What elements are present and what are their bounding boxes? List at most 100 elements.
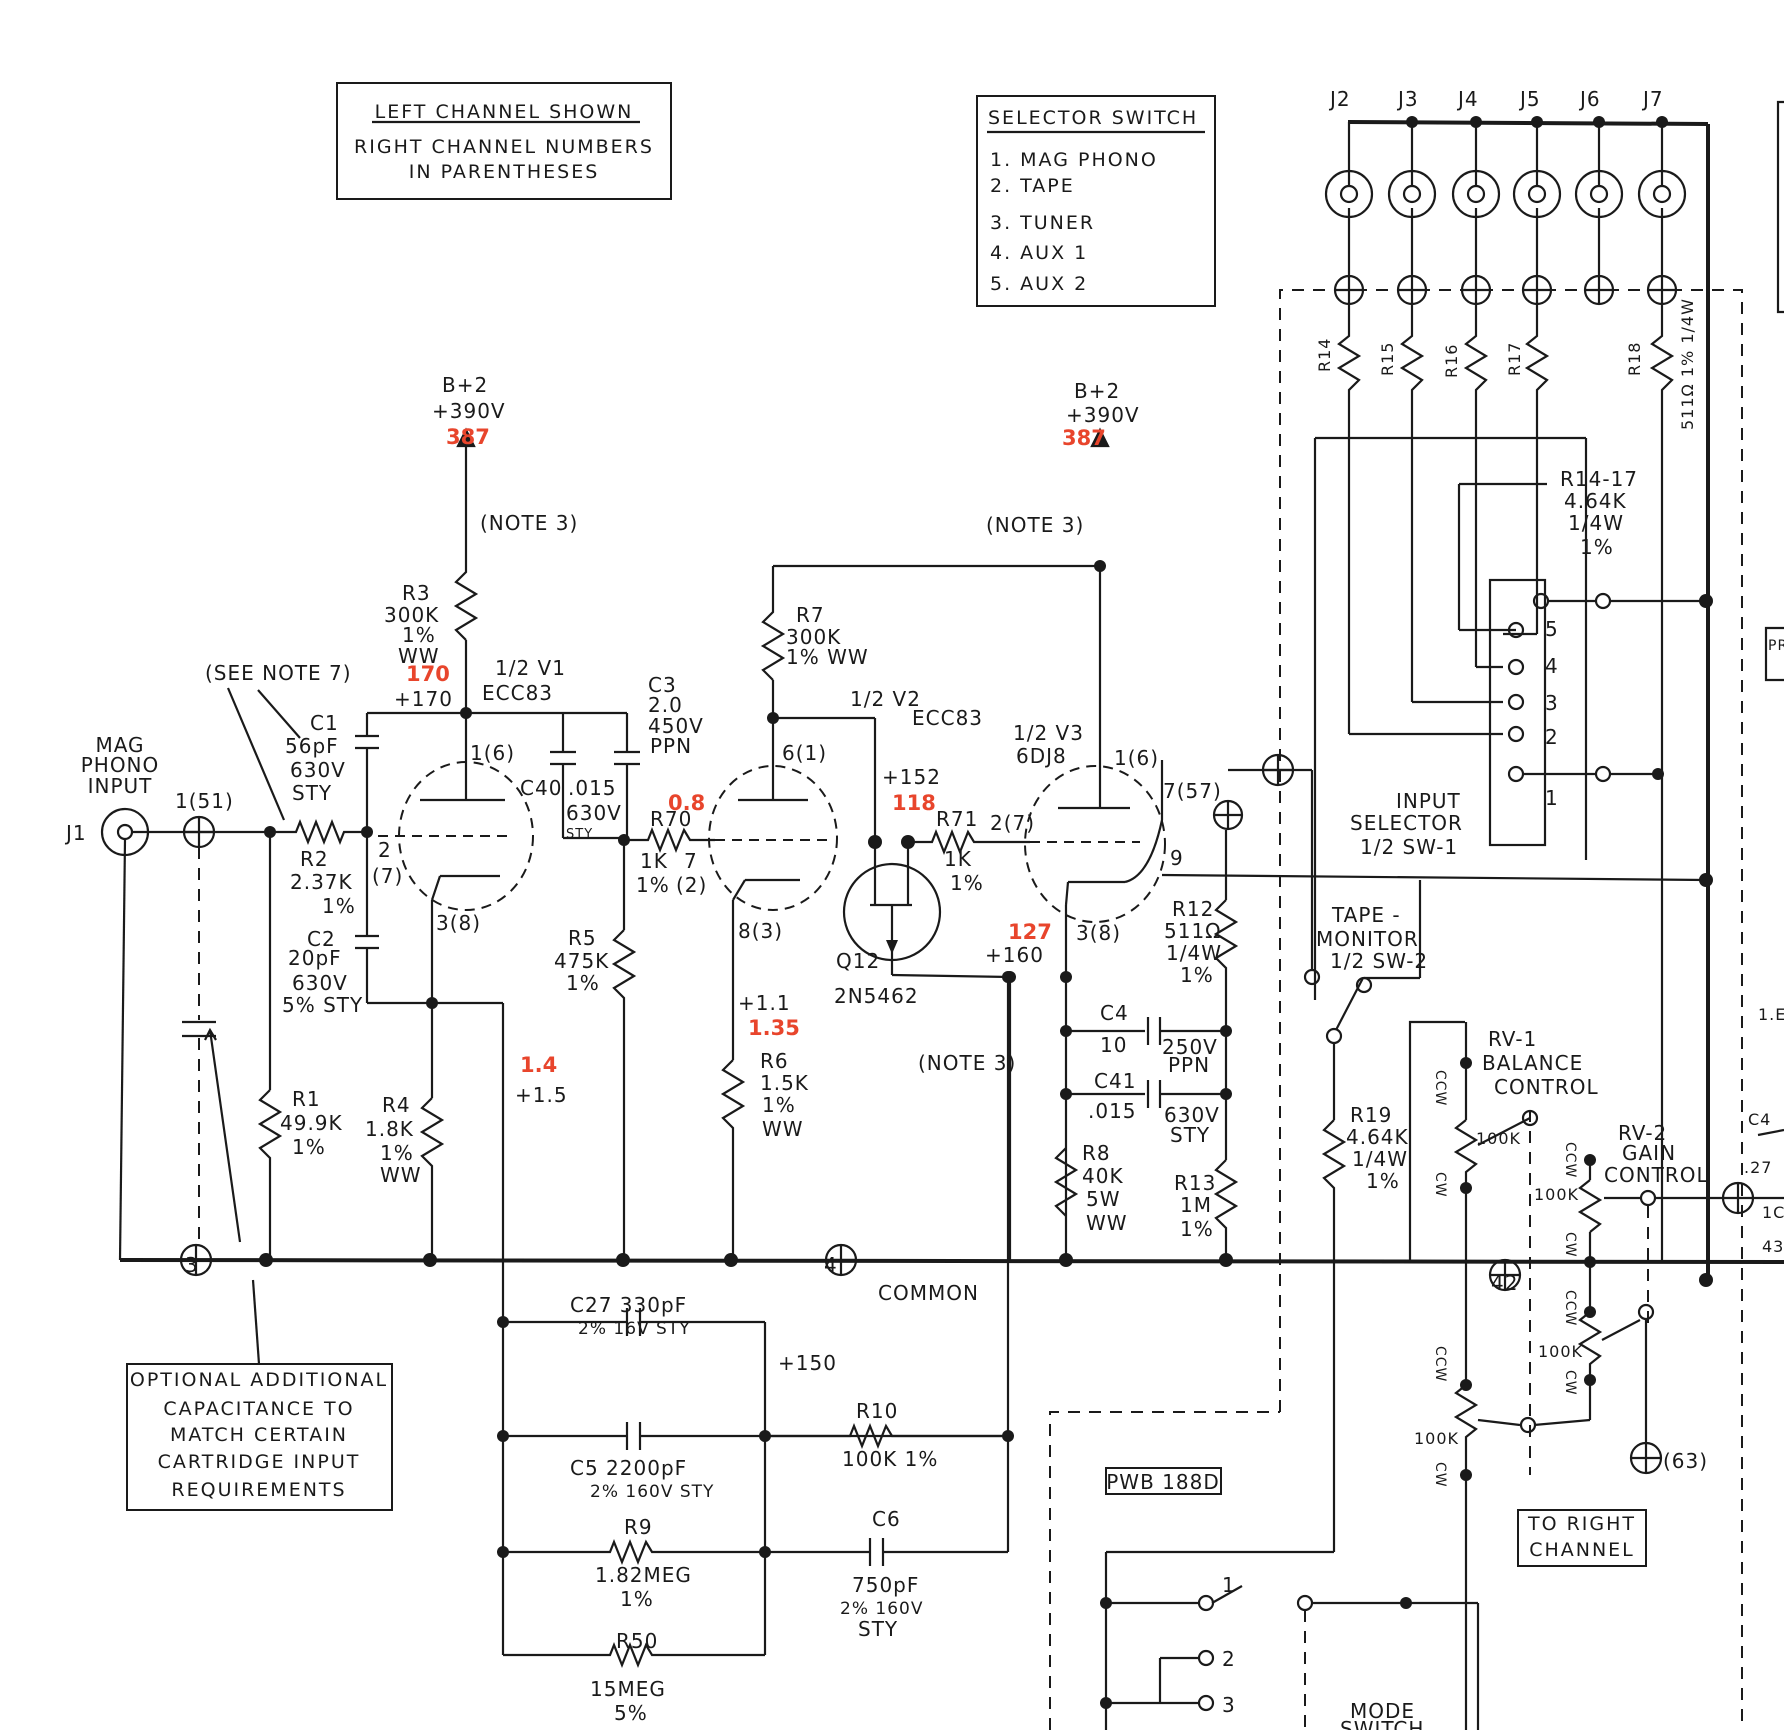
v2-grid-measured: 0.8 <box>668 791 705 815</box>
svg-text:100K: 100K <box>1534 1185 1579 1204</box>
v3-grid-measured: 118 <box>892 791 936 815</box>
svg-text:4.64K: 4.64K <box>1564 489 1627 513</box>
svg-text:.27: .27 <box>1744 1158 1772 1177</box>
svg-text:C4: C4 <box>1748 1110 1771 1129</box>
j1-input-jack <box>100 807 268 1261</box>
svg-text:R13: R13 <box>1174 1171 1216 1195</box>
svg-text:R6: R6 <box>760 1049 789 1073</box>
svg-text:1%: 1% <box>566 971 600 995</box>
j1-label: J1 <box>64 821 87 845</box>
svg-text:511Ω: 511Ω <box>1164 919 1221 943</box>
svg-text:C4: C4 <box>1100 1001 1129 1025</box>
svg-text:C27 330pF: C27 330pF <box>570 1293 687 1317</box>
svg-text:MODE: MODE <box>1350 1699 1415 1723</box>
svg-text:750pF: 750pF <box>852 1573 919 1597</box>
svg-text:49.9K: 49.9K <box>280 1111 343 1135</box>
svg-text:2% 160V: 2% 160V <box>840 1599 923 1619</box>
svg-text:CONTROL: CONTROL <box>1494 1075 1599 1099</box>
svg-text:1/2 SW-1: 1/2 SW-1 <box>1360 835 1458 859</box>
svg-text:20pF: 20pF <box>288 946 342 970</box>
svg-text:630V: 630V <box>566 801 622 825</box>
optional-line3: MATCH CERTAIN <box>170 1424 348 1446</box>
svg-text:100K: 100K <box>1476 1129 1521 1148</box>
svg-text:+1.1: +1.1 <box>738 991 791 1015</box>
svg-text:300K: 300K <box>384 603 439 627</box>
svg-text:1: 1 <box>1545 786 1559 810</box>
svg-text:1.E: 1.E <box>1758 1005 1784 1024</box>
svg-text:1C: 1C <box>1762 1203 1784 1222</box>
svg-text:+170: +170 <box>394 687 453 711</box>
channel-note-line1: LEFT CHANNEL SHOWN <box>375 101 634 123</box>
svg-text:R3: R3 <box>402 581 431 605</box>
svg-text:5%: 5% <box>614 1701 648 1725</box>
svg-text:SWITCH: SWITCH <box>1340 1717 1424 1730</box>
svg-text:C2: C2 <box>307 927 336 951</box>
r19-resistor <box>1321 1119 1347 1260</box>
svg-text:8(3): 8(3) <box>738 919 783 943</box>
svg-text:5: 5 <box>1545 617 1559 641</box>
svg-text:1K: 1K <box>944 847 972 871</box>
svg-text:43: 43 <box>1762 1237 1784 1256</box>
svg-text:R15: R15 <box>1378 342 1397 376</box>
svg-text:1.82MEG: 1.82MEG <box>595 1563 692 1587</box>
v1-plate-measured: 170 <box>406 662 450 686</box>
svg-text:Q12: Q12 <box>836 949 880 973</box>
channel-note-line2: RIGHT CHANNEL NUMBERS <box>354 136 654 158</box>
r10-resistor <box>765 1423 1008 1449</box>
svg-text:C5 2200pF: C5 2200pF <box>570 1456 687 1480</box>
svg-text:1/4W: 1/4W <box>1166 941 1222 965</box>
svg-text:C40: C40 <box>520 776 562 800</box>
svg-text:PPN: PPN <box>1168 1053 1210 1077</box>
svg-text:15MEG: 15MEG <box>590 1677 666 1701</box>
svg-text:STY: STY <box>858 1617 898 1641</box>
selector-title: SELECTOR SWITCH <box>988 107 1198 129</box>
svg-text:1/2 V3: 1/2 V3 <box>1013 721 1084 745</box>
svg-text:R16: R16 <box>1442 344 1461 378</box>
r4-resistor <box>419 1097 445 1260</box>
svg-text:1/2 SW-2: 1/2 SW-2 <box>1330 949 1428 973</box>
svg-text:6DJ8: 6DJ8 <box>1016 744 1067 768</box>
optional-line5: REQUIREMENTS <box>171 1479 346 1501</box>
svg-text:511Ω 1% 1/4W: 511Ω 1% 1/4W <box>1678 298 1697 430</box>
r1-resistor <box>257 1089 283 1260</box>
svg-text:56pF: 56pF <box>285 734 339 758</box>
r12-resistor <box>1213 899 1239 1160</box>
svg-text:R14: R14 <box>1315 338 1334 372</box>
r18-resistor <box>1649 304 1675 1260</box>
svg-text:1(6): 1(6) <box>470 741 515 765</box>
svg-text:R1: R1 <box>292 1087 321 1111</box>
svg-text:(2): (2) <box>676 873 707 897</box>
svg-text:RV-2: RV-2 <box>1618 1121 1667 1145</box>
svg-text:1.8K: 1.8K <box>365 1117 414 1141</box>
svg-text:R8: R8 <box>1082 1141 1111 1165</box>
svg-text:J2: J2 <box>1328 87 1351 111</box>
svg-text:1/4W: 1/4W <box>1352 1147 1408 1171</box>
svg-text:.015: .015 <box>1088 1099 1137 1123</box>
r7-resistor <box>760 566 786 681</box>
svg-text:2% 160V STY: 2% 160V STY <box>590 1482 714 1502</box>
svg-text:2.0: 2.0 <box>648 693 683 717</box>
svg-text:J6: J6 <box>1578 87 1601 111</box>
rv2-gain-pot <box>1577 1179 1603 1233</box>
svg-text:J3: J3 <box>1396 87 1419 111</box>
svg-text:C1: C1 <box>310 711 339 735</box>
jack-j4 <box>1451 122 1501 219</box>
svg-text:SELECTOR: SELECTOR <box>1350 811 1463 835</box>
svg-text:10: 10 <box>1100 1033 1127 1057</box>
svg-text:5W: 5W <box>1086 1187 1121 1211</box>
svg-text:+152: +152 <box>882 765 941 789</box>
svg-text:1%: 1% <box>380 1141 414 1165</box>
svg-text:450V: 450V <box>648 714 704 738</box>
svg-text:250V: 250V <box>1162 1035 1218 1059</box>
svg-text:1%: 1% <box>636 873 670 897</box>
v1-cathode-measured: 1.4 <box>520 1053 557 1077</box>
svg-text:TAPE -: TAPE - <box>1331 903 1401 927</box>
svg-text:(7): (7) <box>372 864 403 888</box>
svg-text:R71: R71 <box>936 807 978 831</box>
r70-resistor <box>624 827 715 853</box>
svg-text:2.37K: 2.37K <box>290 870 353 894</box>
svg-text:CCW: CCW <box>1432 1070 1448 1106</box>
svg-text:WW: WW <box>398 644 440 668</box>
svg-text:PR: PR <box>1768 638 1784 654</box>
v2-tube <box>708 718 838 911</box>
